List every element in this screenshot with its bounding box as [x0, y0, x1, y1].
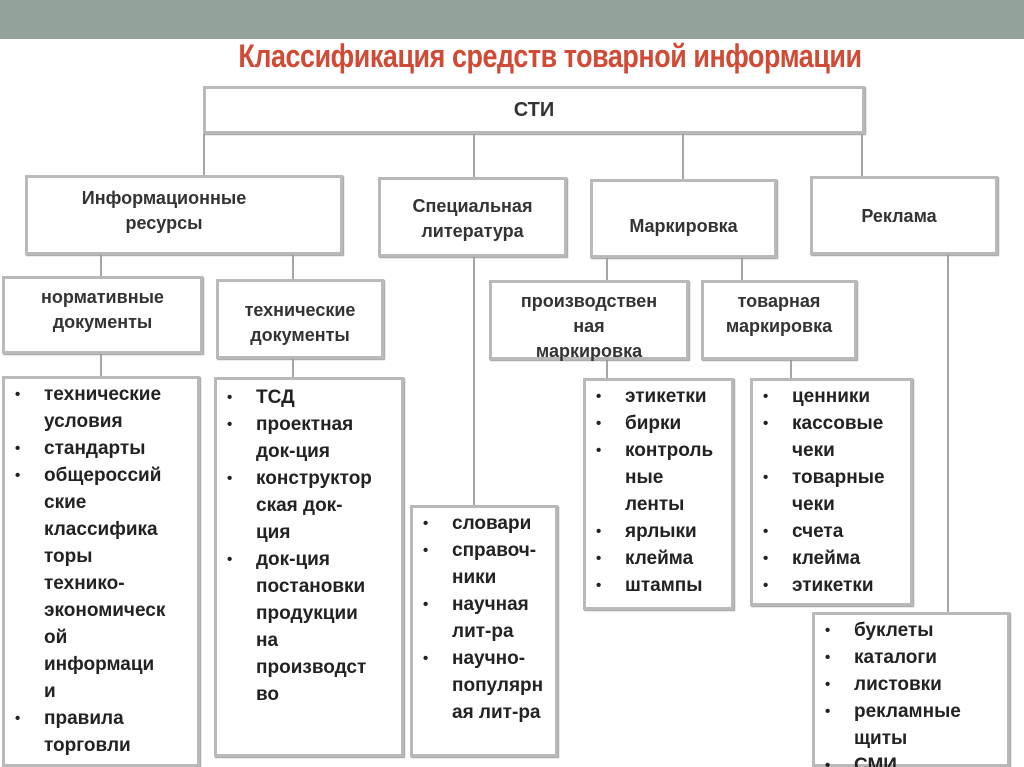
list-item: ярлыки [586, 518, 731, 545]
list-special-literature: словари справоч- ники научная лит-ра нау… [410, 505, 558, 757]
list-item: ценники [753, 383, 910, 410]
subcategory-technical-docs: технические документы [216, 279, 384, 359]
category-advertising: Реклама [810, 176, 998, 255]
list-item: листовки [815, 671, 1007, 698]
list-production-marking: этикетки бирки контроль ные ленты ярлыки… [583, 378, 734, 610]
slide-title: Классификация средств товарной информаци… [238, 38, 862, 74]
subcategory-production-marking: производствен ная маркировка [489, 280, 689, 361]
list-item: технические условия [5, 381, 197, 435]
connector [473, 133, 475, 178]
connector [473, 257, 475, 506]
list-advertising: буклеты каталоги листовки рекламные щиты… [812, 612, 1010, 767]
list-item: бирки [586, 410, 731, 437]
connector [861, 133, 863, 177]
category-info-resources: Информационные ресурсы [25, 175, 343, 255]
list-item: клейма [586, 545, 731, 572]
connector [100, 255, 102, 277]
list-item: контроль ные ленты [586, 437, 731, 518]
list-item: ТСД [217, 384, 401, 411]
connector [682, 133, 684, 180]
subcategory-normative-docs: нормативные документы [2, 276, 203, 354]
list-item: этикетки [753, 572, 910, 599]
category-marking: Маркировка [590, 179, 777, 258]
list-item: конструктор ская док- ция [217, 465, 401, 546]
list-normative-docs: технические условия стандарты общероссий… [2, 376, 200, 767]
list-item: клейма [753, 545, 910, 572]
list-item: научно- популярн ая лит-ра [413, 645, 555, 726]
category-special-literature: Специальная литература [378, 177, 567, 257]
list-item: док-ция постановки продукции на производ… [217, 546, 401, 708]
header-band [0, 0, 1024, 39]
connector [292, 359, 294, 378]
list-item: рекламные щиты [815, 698, 1007, 752]
connector [741, 258, 743, 281]
connector [606, 258, 608, 281]
list-item: справоч- ники [413, 537, 555, 591]
list-item: общероссий ские классифика торы технико-… [5, 462, 197, 705]
list-item: этикетки [586, 383, 731, 410]
list-item: научная лит-ра [413, 591, 555, 645]
list-trade-marking: ценники кассовые чеки товарные чеки счет… [750, 378, 913, 606]
list-item: кассовые чеки [753, 410, 910, 464]
list-item: штампы [586, 572, 731, 599]
list-item: стандарты [5, 435, 197, 462]
root-box-sti: СТИ [203, 86, 865, 134]
connector [790, 360, 792, 379]
connector [947, 255, 949, 613]
list-item: счета [753, 518, 910, 545]
list-item: товарные чеки [753, 464, 910, 518]
list-item: словари [413, 510, 555, 537]
list-item: буклеты [815, 617, 1007, 644]
list-item: проектная док-ция [217, 411, 401, 465]
connector [292, 255, 294, 280]
list-item: каталоги [815, 644, 1007, 671]
connector [203, 133, 205, 176]
list-item: СМИ [815, 752, 1007, 767]
connector [100, 354, 102, 377]
list-technical-docs: ТСД проектная док-ция конструктор ская д… [214, 377, 404, 757]
list-item: правила торговли [5, 705, 197, 759]
subcategory-trade-marking: товарная маркировка [701, 280, 857, 360]
connector [606, 360, 608, 379]
